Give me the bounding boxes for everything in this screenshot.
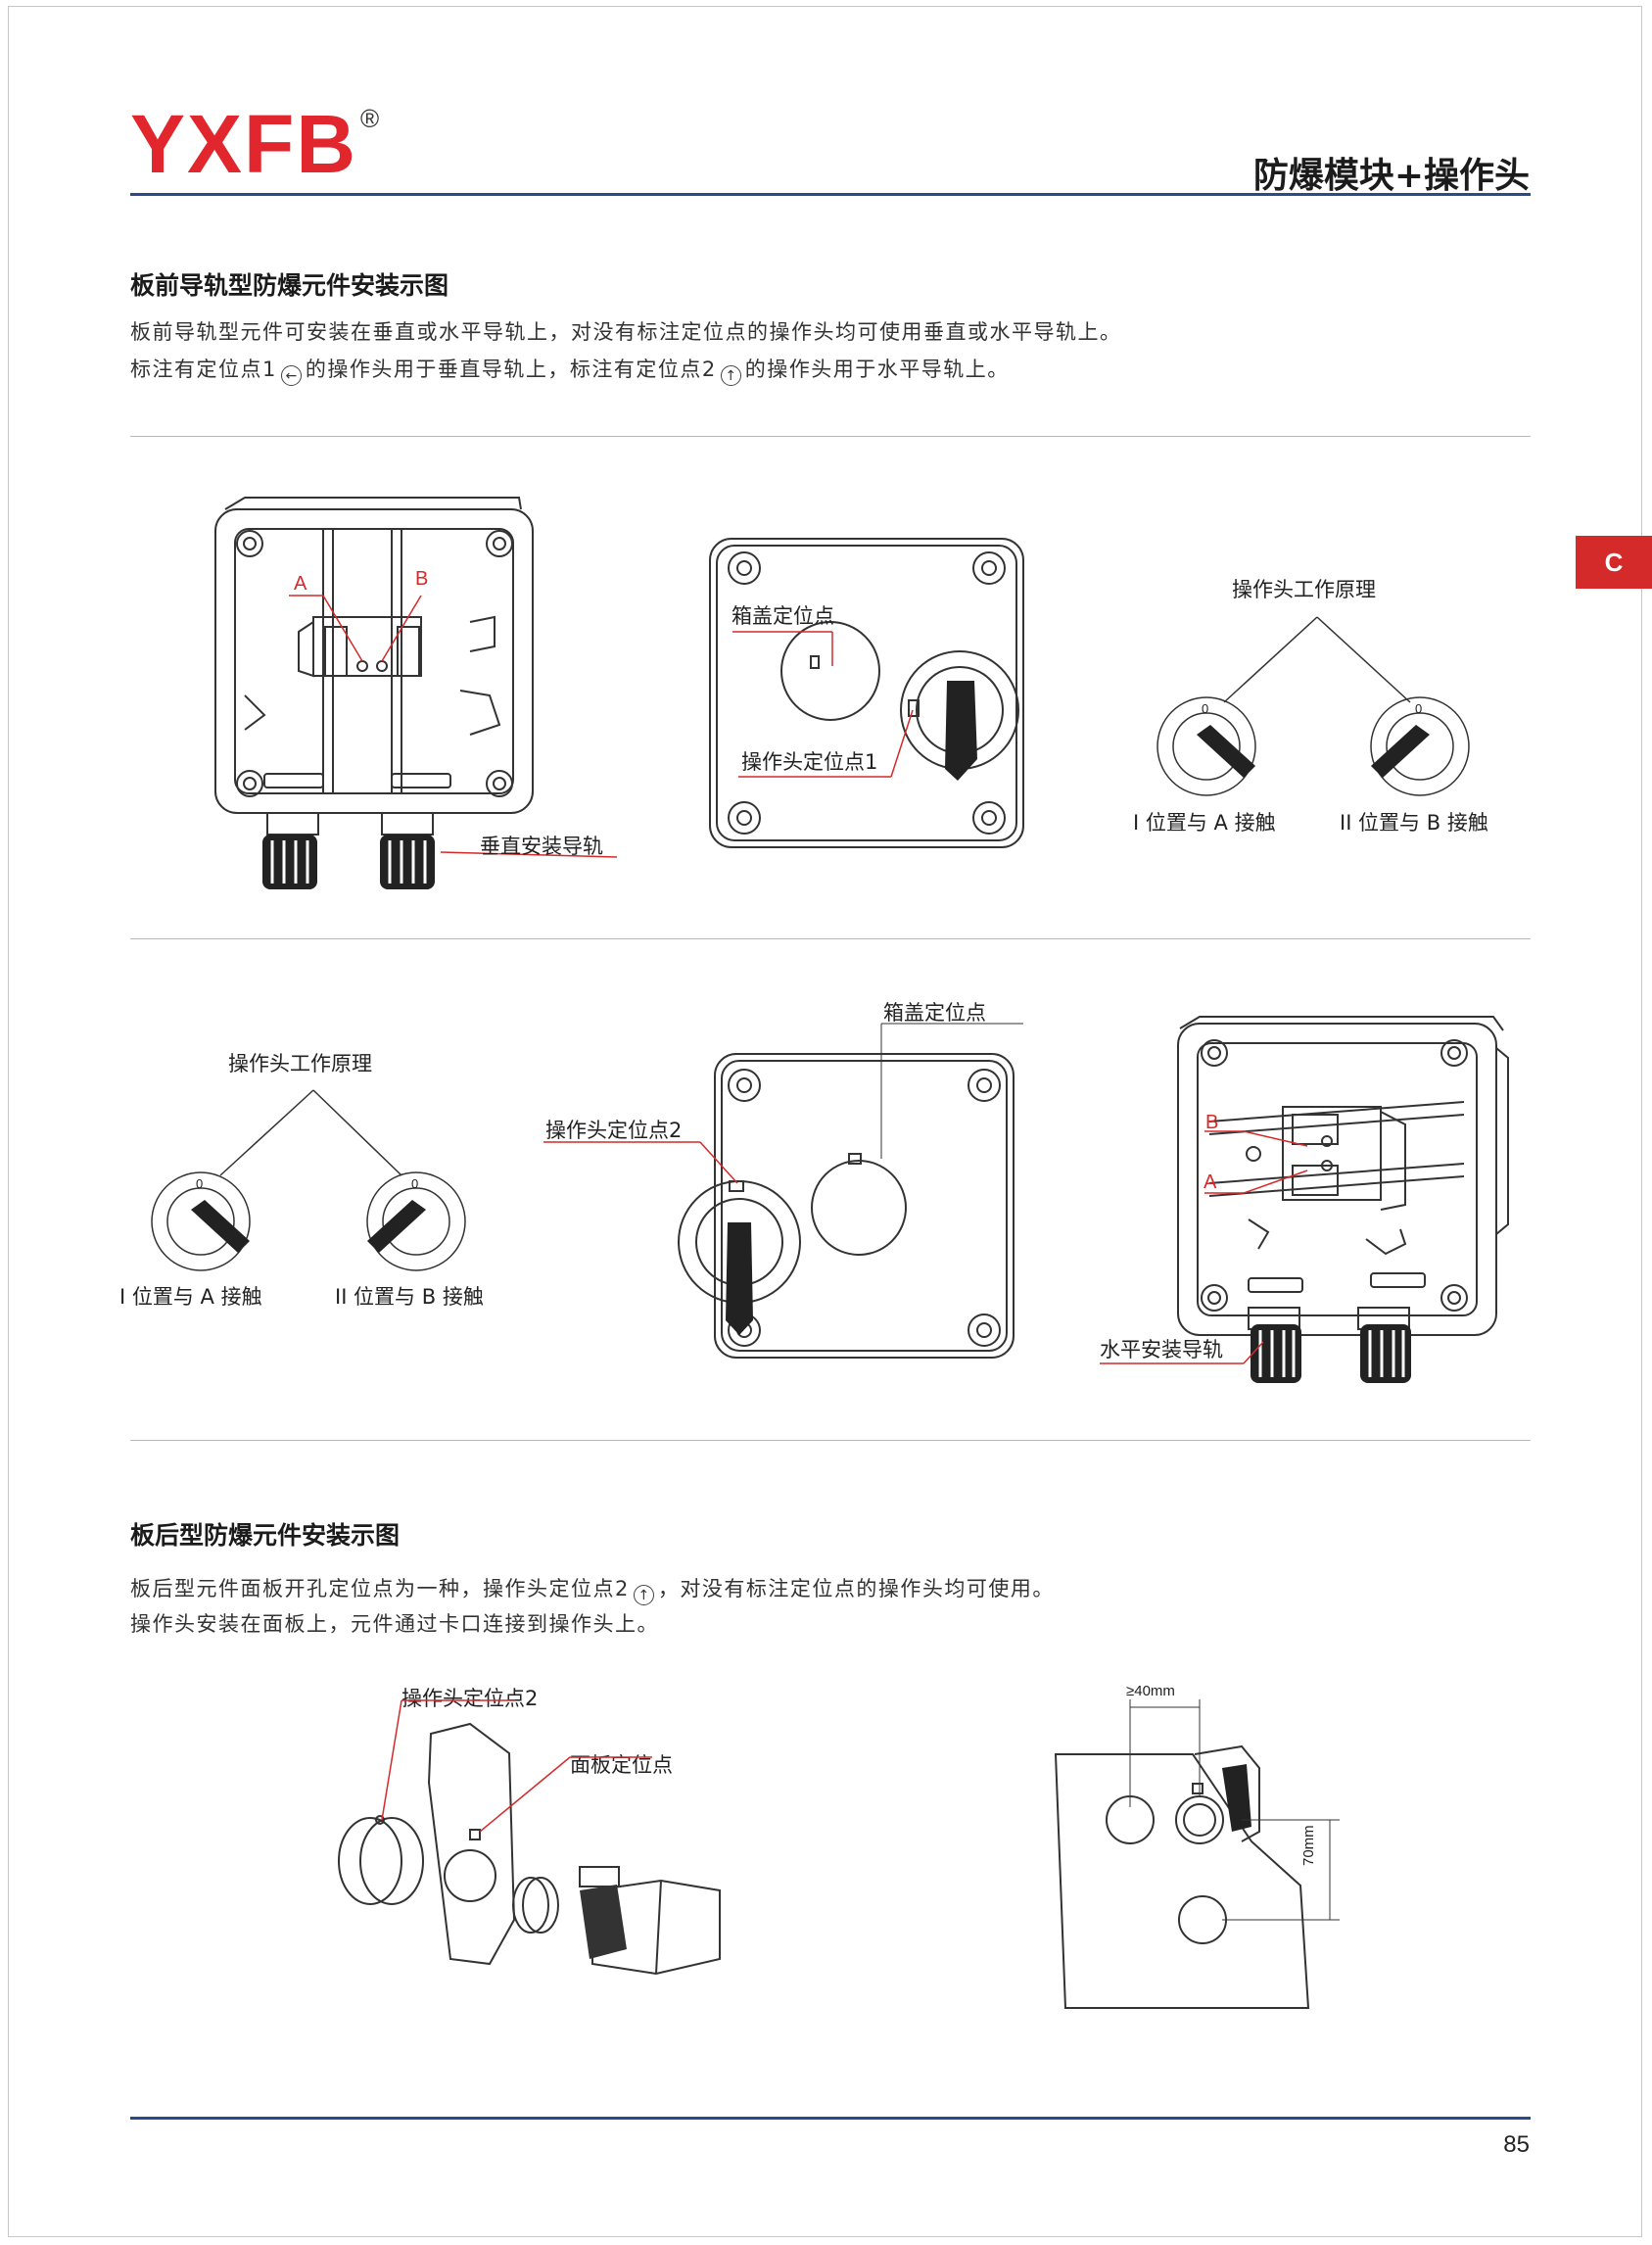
position-i-label: I 位置与 A 接触 (1133, 811, 1276, 835)
horizontal-rail-label: 水平安装导轨 (1100, 1338, 1223, 1361)
separator (130, 436, 1531, 437)
horizontal-rail-box-drawing (1170, 1009, 1513, 1383)
section1-line2-c: 的操作头用于水平导轨上。 (744, 358, 1010, 381)
cover-plate-locator1-drawing (705, 534, 1028, 852)
dimension-width: ≥40mm (1126, 1683, 1175, 1699)
section1-line2-b: 的操作头用于垂直导轨上，标注有定位点2 (305, 358, 717, 381)
cover-locator-label-2: 箱盖定位点 (883, 1001, 986, 1025)
locator1-icon: ← (280, 365, 302, 386)
section1-title: 板前导轨型防爆元件安装示图 (130, 271, 449, 300)
section2-line1: 板后型元件面板开孔定位点为一种，操作头定位点2↑，对没有标注定位点的操作头均可使… (130, 1573, 1055, 1605)
footer-rule (130, 2117, 1531, 2120)
head-locator2-label-2: 操作头定位点2 (401, 1687, 539, 1710)
section1-line2-a: 标注有定位点1 (130, 358, 277, 381)
page-number: 85 (1503, 2131, 1530, 2158)
position-ii-label-2: II 位置与 B 接触 (335, 1285, 484, 1309)
separator (130, 1440, 1531, 1441)
head-locator2-label: 操作头定位点2 (545, 1119, 683, 1142)
brand-logo: YXFB (130, 98, 358, 190)
vertical-rail-box-drawing (206, 490, 539, 889)
panel-cutout-dimension-drawing (1046, 1680, 1340, 2023)
vertical-rail-label: 垂直安装导轨 (480, 835, 603, 858)
dial-zero-right: 0 (1415, 701, 1422, 716)
principle-diagram: 0 0 (1146, 609, 1488, 795)
page-frame (8, 6, 1642, 2237)
dial-zero-left: 0 (1202, 701, 1208, 716)
principle-title-2: 操作头工作原理 (228, 1052, 372, 1075)
section2-title: 板后型防爆元件安装示图 (130, 1521, 401, 1550)
position-ii-label: II 位置与 B 接触 (1340, 811, 1488, 835)
dial-zero-left-2: 0 (196, 1176, 203, 1191)
page-title: 防爆模块+操作头 (1252, 156, 1530, 196)
exploded-assembly-drawing (323, 1695, 734, 1988)
dial-zero-right-2: 0 (411, 1176, 418, 1191)
section2-line1-b: ，对没有标注定位点的操作头均可使用。 (657, 1577, 1055, 1600)
section1-line1: 板前导轨型元件可安装在垂直或水平导轨上，对没有标注定位点的操作头均可使用垂直或水… (130, 320, 1122, 344)
contact-label-b-2: B (1205, 1112, 1219, 1133)
locator2-icon-2: ↑ (633, 1585, 654, 1605)
contact-label-a: A (294, 573, 307, 595)
cover-plate-locator2-drawing (543, 1027, 1028, 1364)
contact-label-a-2: A (1204, 1171, 1217, 1193)
section2-line2: 操作头安装在面板上，元件通过卡口连接到操作头上。 (130, 1612, 659, 1636)
contact-label-b: B (415, 568, 429, 590)
header-rule (130, 193, 1531, 196)
section2-line1-a: 板后型元件面板开孔定位点为一种，操作头定位点2 (130, 1577, 630, 1600)
locator2-icon: ↑ (720, 365, 741, 386)
cover-locator-label: 箱盖定位点 (732, 604, 834, 628)
position-i-label-2: I 位置与 A 接触 (119, 1285, 262, 1309)
principle-title: 操作头工作原理 (1232, 578, 1376, 601)
dimension-height: 70mm (1300, 1825, 1317, 1866)
section1-line2: 标注有定位点1←的操作头用于垂直导轨上，标注有定位点2↑的操作头用于水平导轨上。 (130, 354, 1010, 386)
registered-mark: ® (360, 104, 380, 133)
principle-diagram-2: 0 0 (142, 1082, 485, 1268)
separator (130, 938, 1531, 939)
section-tab[interactable]: C (1576, 536, 1652, 589)
head-locator1-label: 操作头定位点1 (741, 750, 878, 774)
